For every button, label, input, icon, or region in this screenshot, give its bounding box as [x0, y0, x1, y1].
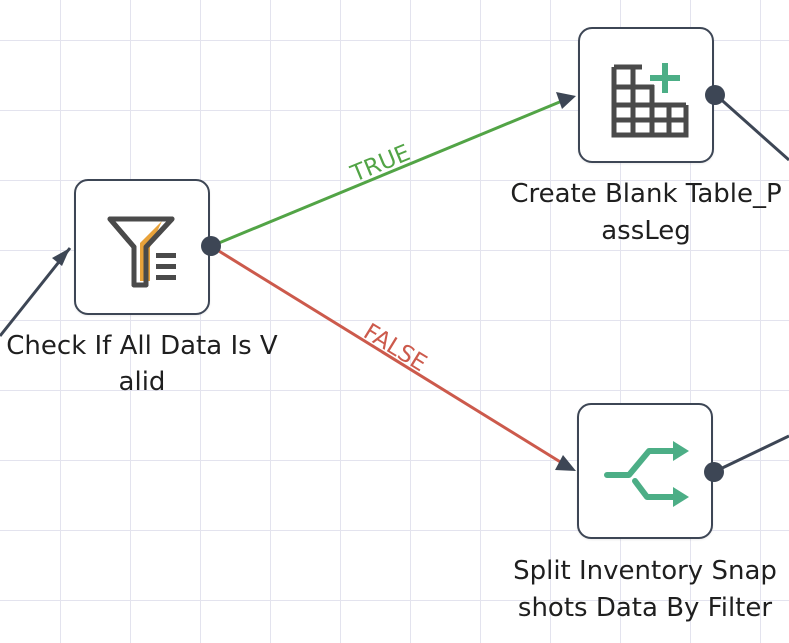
node-label-check-line2: alid: [118, 367, 166, 397]
node-create-blank-table[interactable]: [578, 27, 714, 163]
edge-true-arrowhead: [556, 92, 576, 109]
filter-icon: [107, 216, 176, 288]
node-label-create-line2: assLeg: [601, 216, 691, 246]
edge-false-arrowhead: [555, 455, 576, 471]
output-port-create[interactable]: [705, 85, 725, 105]
edge-false-line[interactable]: [213, 246, 563, 465]
node-label-create-line1: Create Blank Table_P: [510, 179, 782, 209]
node-check-if-all-data-is-valid[interactable]: [74, 179, 210, 315]
output-port-split[interactable]: [704, 462, 724, 482]
output-port-check[interactable]: [201, 236, 221, 256]
edge-false-label: FALSE: [359, 319, 431, 377]
node-label-split-line1: Split Inventory Snap: [513, 556, 777, 586]
split-icon: [604, 441, 689, 507]
edge-true-label: TRUE: [346, 140, 414, 188]
outgoing-connector-create[interactable]: [715, 93, 789, 162]
node-label-split-line2: shots Data By Filter: [517, 593, 773, 623]
incoming-arrowhead: [52, 248, 70, 266]
edge-true-line[interactable]: [213, 99, 563, 247]
node-label-check-line1: Check If All Data Is V: [6, 331, 278, 361]
table-add-icon: [611, 63, 689, 138]
node-split-inventory-snapshots[interactable]: [577, 403, 713, 539]
outgoing-connector-split[interactable]: [715, 434, 789, 473]
